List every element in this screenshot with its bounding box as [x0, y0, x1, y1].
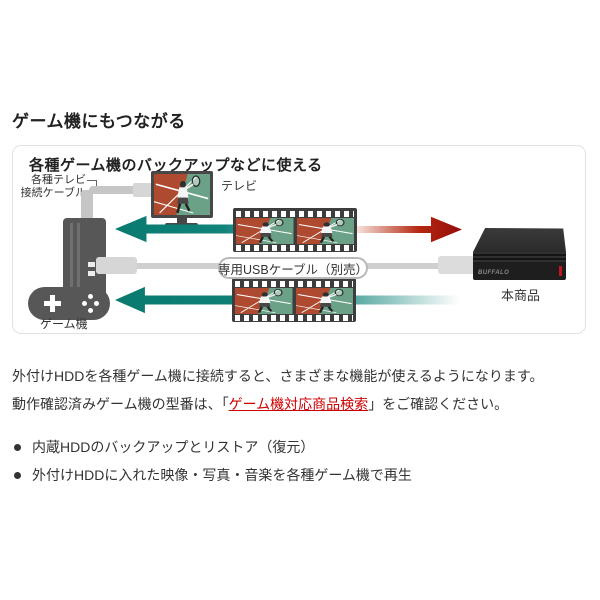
tennis-scene	[236, 218, 294, 244]
tv-cable-label: 各種テレビ 接続ケーブル	[20, 174, 86, 200]
hdd-icon: BUFFALO	[473, 228, 566, 280]
console-button	[88, 271, 95, 276]
usb-cable-badge: 専用USBケーブル（別売）	[218, 257, 368, 279]
tv-cable-label-line1: 各種テレビ	[31, 174, 86, 186]
usb-plug-console	[96, 257, 137, 274]
game-console-compat-search-link[interactable]: ゲーム機対応商品検索	[228, 396, 369, 412]
gamepad-button	[88, 294, 93, 299]
gamepad-button	[94, 301, 99, 306]
tennis-scene	[235, 288, 293, 314]
film-strip-bottom-icon	[232, 278, 356, 322]
tv-label: テレビ	[221, 179, 258, 193]
bullet-icon	[14, 443, 21, 451]
film-sprockets	[235, 281, 353, 287]
description-line1: 外付けHDDを各種ゲーム機に接続すると、さまざまな機能が使えるようになります。	[12, 368, 544, 384]
hdd-front-face: BUFFALO	[473, 252, 566, 280]
tv-stand-neck	[177, 218, 187, 223]
description-line2-before: 動作確認済みゲーム機の型番は、「	[12, 396, 229, 412]
feature-list-item: 内蔵HDDのバックアップとリストア（復元）	[12, 437, 314, 457]
usb-plug-hdd	[438, 256, 475, 274]
leader-line	[87, 180, 97, 189]
gamepad-button	[88, 308, 93, 313]
description-line2-after: 」をご確認ください。	[368, 396, 509, 412]
av-cable-plug	[133, 183, 153, 197]
console-label: ゲーム機	[40, 317, 88, 331]
tennis-scene	[296, 288, 354, 314]
description-line2: 動作確認済みゲーム機の型番は、「ゲーム機対応商品検索」をご確認ください。	[12, 394, 508, 414]
feature-text: 内蔵HDDのバックアップとリストア（復元）	[32, 439, 315, 455]
feature-text: 外付けHDDに入れた映像・写真・音楽を各種ゲーム機で再生	[32, 467, 412, 483]
tv-icon	[151, 171, 213, 218]
feature-list-item: 外付けHDDに入れた映像・写真・音楽を各種ゲーム機で再生	[12, 465, 412, 485]
tennis-scene	[154, 174, 210, 215]
film-sprockets	[236, 211, 354, 217]
av-cable-vertical	[81, 190, 93, 221]
product-label: 本商品	[501, 288, 541, 303]
hdd-top-face	[473, 228, 566, 252]
buffalo-logo: BUFFALO	[478, 270, 510, 276]
tennis-scene	[297, 218, 355, 244]
console-button	[88, 262, 95, 267]
film-strip-top-icon	[233, 208, 357, 252]
gamepad-dpad	[50, 295, 55, 312]
tv-cable-label-line2: 接続ケーブル	[20, 187, 86, 199]
film-sprockets	[236, 245, 354, 251]
panel-heading: 各種ゲーム機のバックアップなどに使える	[29, 157, 323, 174]
gamepad-icon	[28, 287, 110, 320]
hdd-ridges	[473, 252, 566, 262]
bullet-icon	[14, 471, 21, 479]
film-sprockets	[235, 315, 353, 321]
hdd-red-stripe	[559, 266, 562, 276]
gamepad-button	[82, 301, 87, 306]
console-stripe	[70, 223, 73, 305]
page-title: ゲーム機にもつながる	[12, 112, 186, 131]
console-stripe	[77, 223, 80, 305]
av-cable-horizontal	[89, 186, 137, 194]
